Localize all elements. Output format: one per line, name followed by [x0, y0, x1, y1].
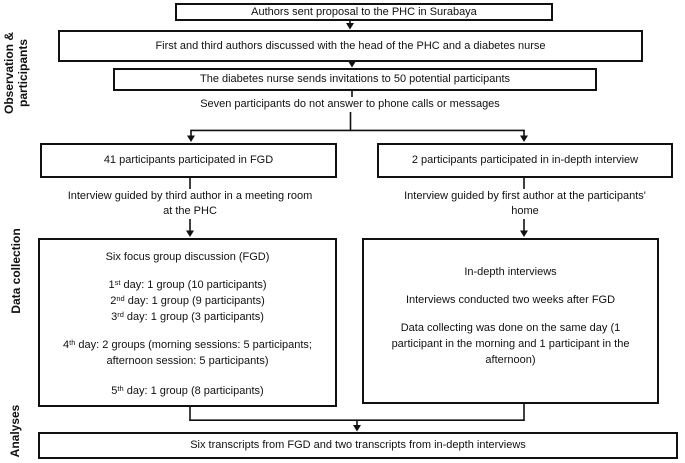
fgd-day-text: day: 1 group (10 participants)	[120, 279, 267, 291]
indepth-guide-note: Interview guided by first author at the …	[404, 190, 646, 217]
fgd-day-line: 3rd day: 1 group (3 participants)	[50, 309, 325, 325]
fgd-day-line: 1st day: 1 group (10 participants)	[50, 277, 325, 293]
fgd-day-text: day: 2 groups (morning sessions: 5 parti…	[75, 339, 312, 351]
fgd-day-ordinal: 1	[108, 279, 115, 291]
indepth-details-content: In-depth interviews Interviews conducted…	[364, 240, 657, 402]
fgd-day-ordinal: 5	[111, 385, 118, 397]
invitation-box: The diabetes nurse sends invitations to …	[113, 68, 597, 91]
fgd-day-line: 2nd day: 1 group (9 participants)	[50, 293, 325, 309]
indepth-details-title: In-depth interviews	[464, 266, 557, 278]
fgd-day-text: day: 1 group (9 participants)	[124, 295, 265, 307]
fgd-day-ordinal: 3	[111, 311, 118, 323]
fgd-day-text: day: 1 group (8 participants)	[123, 385, 264, 397]
indepth-details-box: In-depth interviews Interviews conducted…	[362, 238, 659, 404]
fgd-day-text-line2: afternoon session: 5 participants)	[106, 355, 269, 367]
section-label-analyses: Analyses	[8, 404, 22, 458]
fgd-day-line: 4th day: 2 groups (morning sessions: 5 p…	[50, 337, 325, 369]
discussion-box: First and third authors discussed with t…	[58, 30, 643, 62]
dropout-note: Seven participants do not answer to phon…	[200, 98, 500, 110]
fgd-day-suffix: th	[117, 383, 124, 393]
fgd-day-suffix: st	[114, 277, 121, 287]
indepth-participants-box: 2 participants participated in in-depth …	[377, 143, 673, 178]
section-label-observation: Observation & participants	[2, 31, 30, 115]
fgd-details-title: Six focus group discussion (FGD)	[105, 251, 270, 263]
fgd-day-ordinal: 2	[110, 295, 117, 307]
fgd-day-line: 5th day: 1 group (8 participants)	[50, 383, 325, 399]
analysis-box: Six transcripts from FGD and two transcr…	[38, 432, 678, 459]
fgd-day-ordinal: 4	[62, 339, 70, 351]
fgd-day-suffix: rd	[117, 309, 124, 319]
fgd-day-text: day: 1 group (3 participants)	[123, 311, 264, 323]
indepth-details-timing: Interviews conducted two weeks after FGD	[405, 294, 616, 306]
fgd-details-box: Six focus group discussion (FGD) 1st day…	[38, 238, 337, 407]
fgd-participants-box: 41 participants participated in FGD	[40, 143, 337, 178]
fgd-days-group: 1st day: 1 group (10 participants) 2nd d…	[50, 277, 325, 325]
fgd-details-content: Six focus group discussion (FGD) 1st day…	[40, 240, 335, 405]
fgd-day-suffix: nd	[116, 293, 125, 303]
section-label-data-collection: Data collection	[9, 228, 23, 314]
proposal-box: Authors sent proposal to the PHC in Sura…	[175, 3, 553, 21]
fgd-day-suffix: th	[69, 337, 76, 347]
indepth-details-description: Data collecting was done on the same day…	[391, 322, 630, 366]
fgd-guide-note: Interview guided by third author in a me…	[67, 190, 313, 217]
